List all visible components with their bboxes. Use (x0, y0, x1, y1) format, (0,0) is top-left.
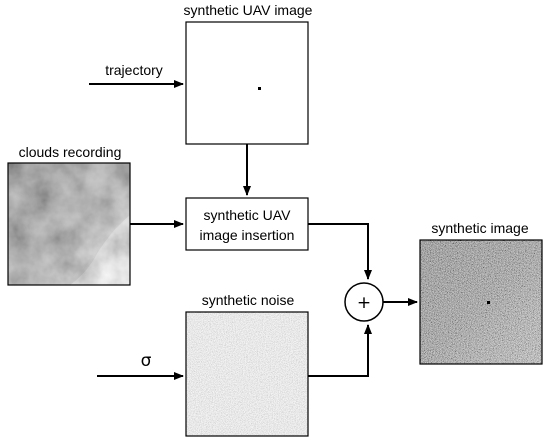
insertion-to-adder-arrow (308, 223, 372, 280)
plus-symbol: + (357, 293, 371, 313)
output-target-dot (487, 301, 490, 304)
clouds-recording-image (7, 162, 131, 286)
sigma-label: σ (141, 351, 152, 371)
insertion-label-line2: image insertion (200, 227, 295, 243)
trajectory-label: trajectory (105, 62, 163, 78)
clouds-recording-title: clouds recording (19, 144, 122, 160)
uav-image-title: synthetic UAV image (184, 2, 313, 18)
synthetic-noise-title: synthetic noise (202, 292, 295, 308)
synthetic-noise-image (185, 311, 309, 437)
uav-image-box (185, 21, 309, 145)
synthetic-image-title: synthetic image (431, 220, 528, 236)
insertion-label-line1: synthetic UAV (204, 207, 292, 223)
synthetic-image-output (419, 239, 543, 365)
noise-to-adder-arrow (308, 324, 372, 377)
uav-target-dot (258, 87, 261, 90)
